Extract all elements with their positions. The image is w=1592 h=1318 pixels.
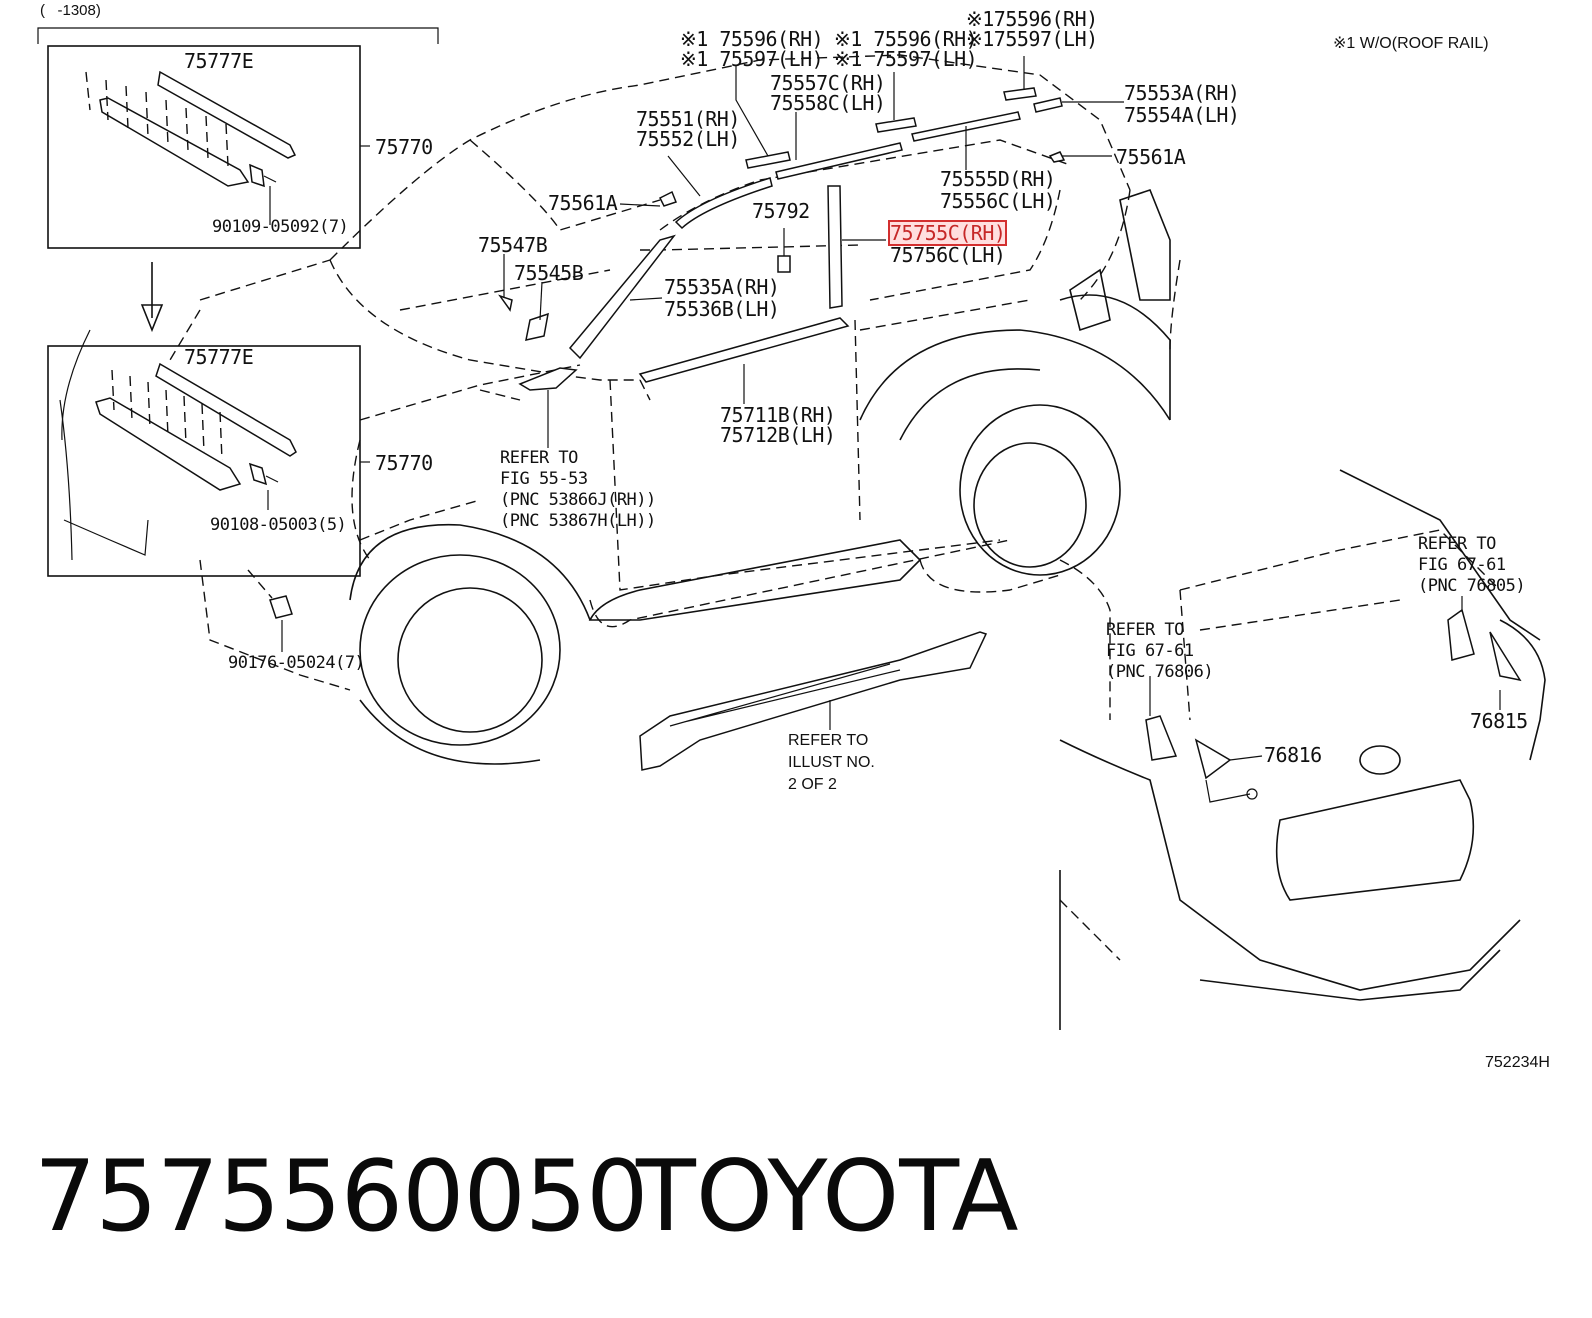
cap-75596-b: [875, 117, 917, 133]
callout-75777e-bottom: 75777E: [184, 345, 254, 369]
pillar-75755c: [827, 185, 843, 309]
callout-75552: 75552(LH): [636, 127, 740, 151]
callout-75557c: 75557C(RH): [770, 71, 886, 95]
grommet-75792: [777, 255, 791, 273]
cap-75596-a: [745, 151, 791, 169]
rocker-panel: [639, 631, 988, 771]
callout-75755c-highlighted: 75755C(RH): [887, 220, 1008, 246]
cap-75553a: [1033, 97, 1063, 113]
callout-75596-a: ※1 75596(RH): [680, 27, 824, 51]
roof-spoiler-illustration-top: [85, 70, 297, 225]
range-bracket: [37, 27, 439, 44]
callout-75777e-top: 75777E: [184, 49, 254, 73]
callout-75561a-left: 75561A: [548, 191, 618, 215]
molding-75711b: [638, 317, 850, 383]
callout-75535a: 75535A(RH): [664, 275, 780, 299]
callout-75545b: 75545B: [514, 261, 584, 285]
roof-rail-note: ※1 W/O(ROOF RAIL): [1333, 35, 1489, 52]
callout-75551: 75551(RH): [636, 107, 740, 131]
callout-75555d: 75555D(RH): [940, 167, 1056, 191]
callout-75756c: 75756C(LH): [890, 243, 1006, 267]
callout-90108: 90108-05003(5): [210, 515, 347, 535]
callout-75712b: 75712B(LH): [720, 423, 836, 447]
brand-name: TOYOTA: [636, 1140, 1019, 1254]
callout-75597-c: ※175597(LH): [966, 27, 1098, 51]
rear-spoiler-illustration: [59, 329, 297, 561]
callout-75553a: 75553A(RH): [1124, 81, 1240, 105]
callout-76816: 76816: [1264, 743, 1322, 767]
leader-lines: [503, 56, 1124, 730]
callout-75597-b: ※1 75597(LH): [834, 47, 978, 71]
inset-box-top: [47, 45, 361, 249]
down-arrow-icon: [140, 262, 164, 333]
callout-90176: 90176-05024(7): [228, 653, 365, 673]
callout-75770-bottom: 75770: [375, 451, 433, 475]
refer-fig-67-61-76805: REFER TO FIG 67-61 (PNC 76805): [1418, 534, 1526, 596]
callout-75558c: 75558C(LH): [770, 91, 886, 115]
callout-75792: 75792: [752, 199, 810, 223]
molding-75551: [674, 177, 773, 230]
refer-fig-67-61-76806: REFER TO FIG 67-61 (PNC 76806): [1106, 620, 1214, 682]
callout-75597-a: ※1 75597(LH): [680, 47, 824, 71]
inset-box-bottom: [47, 345, 361, 577]
clip-75561a-left: [658, 190, 677, 207]
refer-illust-2-of-2: REFER TO ILLUST NO. 2 OF 2: [788, 732, 875, 793]
production-range-tag: ( -1308): [40, 2, 101, 19]
callout-75711b: 75711B(RH): [720, 403, 836, 427]
clip-75561a-right: [1048, 151, 1066, 163]
callout-75770-top: 75770: [375, 135, 433, 159]
part-number: 7575560050: [34, 1140, 649, 1254]
rear-view-illustration: [1059, 469, 1546, 1030]
moldings: [498, 87, 1066, 771]
callout-75596-b: ※1 75596(RH): [834, 27, 978, 51]
vehicle-body-outline: [169, 54, 1181, 765]
callout-90109: 90109-05092(7): [212, 217, 349, 237]
figure-id: 752234H: [1485, 1054, 1550, 1071]
callout-75556c: 75556C(LH): [940, 189, 1056, 213]
refer-fig-55-53: REFER TO FIG 55-53 (PNC 53866J(RH)) (PNC…: [500, 448, 656, 531]
molding-75557c: [775, 142, 903, 180]
callout-75561a-right: 75561A: [1116, 145, 1186, 169]
cap-75596-c: [1003, 87, 1037, 101]
molding-75535a: [568, 234, 676, 360]
callout-75547b: 75547B: [478, 233, 548, 257]
callout-75596-c: ※175596(RH): [966, 7, 1098, 31]
callout-75536b: 75536B(LH): [664, 297, 780, 321]
callout-75554a: 75554A(LH): [1124, 103, 1240, 127]
clip-90176: [247, 569, 293, 652]
callout-76815: 76815: [1470, 709, 1528, 733]
